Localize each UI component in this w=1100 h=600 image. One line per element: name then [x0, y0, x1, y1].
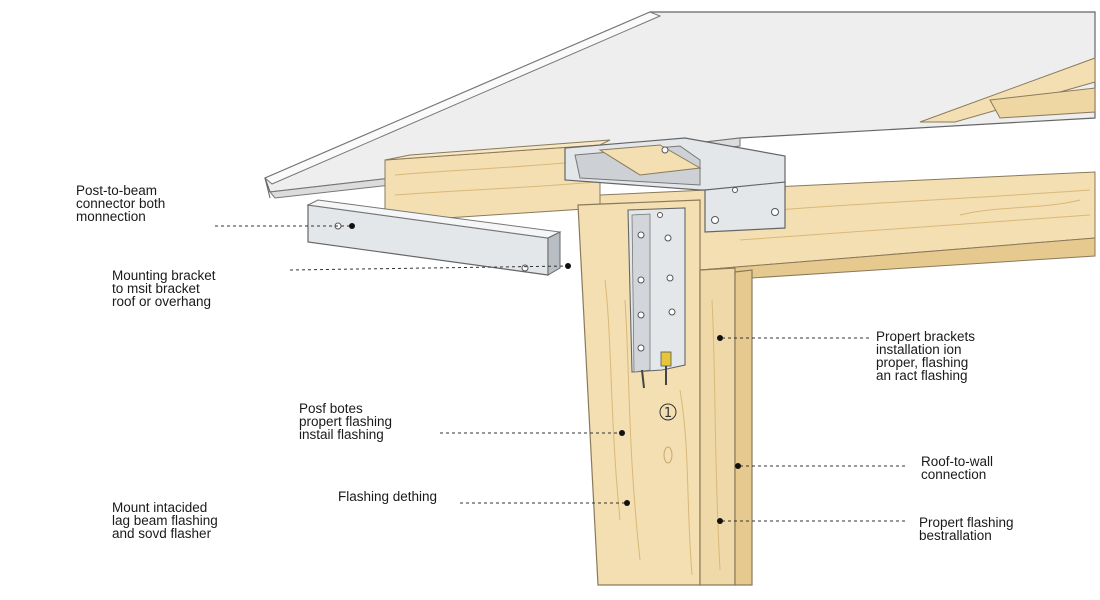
post-number-marker: 1	[659, 403, 677, 421]
label-roof-to-wall: Roof-to-wall connection	[921, 454, 994, 482]
saddle-bracket	[564, 137, 786, 233]
post-number-text: 1	[664, 406, 672, 421]
label-propert-flashing: Propert flashing bestrallation	[919, 515, 1014, 543]
label-mounting-bracket: Mounting bracket to msit bracket roof or…	[112, 268, 216, 309]
leader-lines	[215, 225, 905, 522]
label-flashing-dething: Flashing dething	[338, 489, 438, 504]
upper-rafters	[919, 57, 1096, 123]
label-post-to-beam: Post-to-beam connector both monnection	[76, 183, 166, 224]
label-posf-botes: Posf botes propert flashing instail flas…	[299, 401, 393, 442]
label-mount-intacided: Mount intacided lag beam flashing and so…	[112, 500, 218, 541]
mounting-bracket-left	[306, 199, 562, 276]
label-propert-brackets: Propert brackets installation ion proper…	[876, 329, 976, 383]
metal-strap	[627, 207, 686, 389]
leader-dots	[349, 223, 741, 524]
